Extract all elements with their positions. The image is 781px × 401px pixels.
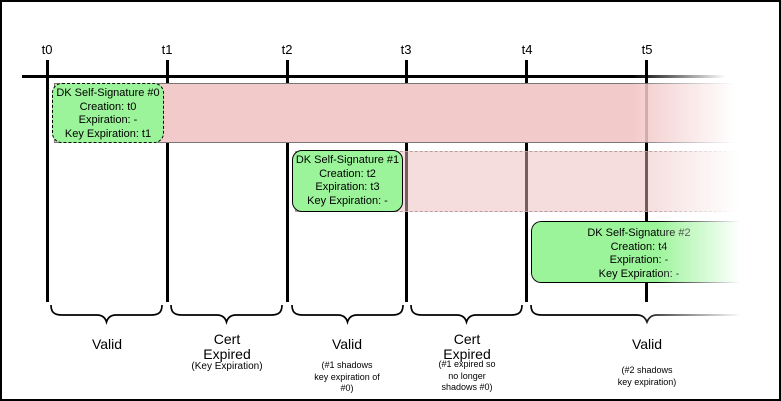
signature-0-key-expiration: Key Expiration: t1 [64, 127, 152, 140]
signature-box-1: DK Self-Signature #1 Creation: t2 Expira… [292, 150, 403, 212]
tick-line-t2 [286, 60, 289, 302]
period-3-label: Valid [267, 337, 427, 352]
brace-period-2 [170, 304, 283, 325]
brace-period-5 [530, 304, 764, 325]
signature-box-2: DK Self-Signature #2 Creation: t4 Expira… [531, 221, 747, 283]
signature-2-key-expiration: Key Expiration: - [598, 267, 680, 280]
period-5-note: (#2 shadows key expiration) [617, 365, 677, 387]
signature-2-expiration: Expiration: - [609, 254, 669, 266]
signature-1-key-expiration: Key Expiration: - [307, 194, 388, 207]
tick-line-t0 [46, 60, 49, 302]
period-2-note: (Key Expiration) [191, 361, 263, 372]
signature-1-creation: Creation: t2 [319, 167, 376, 180]
tick-label-t3: t3 [400, 42, 412, 57]
signature-1-expiration: Expiration: t3 [315, 181, 380, 193]
tick-label-t2: t2 [281, 42, 293, 57]
period-4-label-line2: Expired [443, 346, 491, 362]
signature-box-0: DK Self-Signature #0 Creation: t0 Expira… [52, 83, 164, 143]
signature-2-creation: Creation: t4 [610, 240, 668, 253]
period-2-label-line1: Cert [213, 331, 241, 347]
timeline-axis [22, 75, 740, 78]
period-3-label-line1: Valid [331, 336, 363, 352]
period-5-label-line1: Valid [631, 336, 663, 352]
tick-label-t4: t4 [521, 42, 533, 57]
period-4-label-line1: Cert [453, 331, 481, 347]
period-4-note: (#1 expired so no longer shadows #0) [438, 359, 496, 392]
signature-2-title: DK Self-Signature #2 [587, 227, 691, 239]
period-5-label: Valid [567, 337, 727, 352]
signature-0-creation: Creation: t0 [79, 100, 137, 113]
signature-0-expiration: Expiration: - [78, 114, 138, 126]
period-1-label: Valid [27, 337, 187, 352]
brace-period-3 [291, 304, 404, 325]
period-2-label: Cert Expired [147, 332, 307, 362]
signature-1-title: DK Self-Signature #1 [295, 154, 400, 166]
period-3-note: (#1 shadows key expiration of #0) [314, 360, 380, 393]
tick-line-t1 [166, 60, 169, 302]
tick-label-t0: t0 [41, 42, 53, 57]
signature-0-title: DK Self-Signature #0 [56, 87, 160, 99]
tick-label-t5: t5 [641, 42, 653, 57]
tick-label-t1: t1 [161, 42, 173, 57]
expired-band-sig0 [54, 83, 742, 143]
brace-period-4 [410, 304, 523, 325]
period-2-label-line2: Expired [203, 346, 251, 362]
period-4-label: Cert Expired [387, 332, 547, 362]
period-1-label-line1: Valid [91, 336, 123, 352]
brace-period-1 [50, 304, 163, 325]
